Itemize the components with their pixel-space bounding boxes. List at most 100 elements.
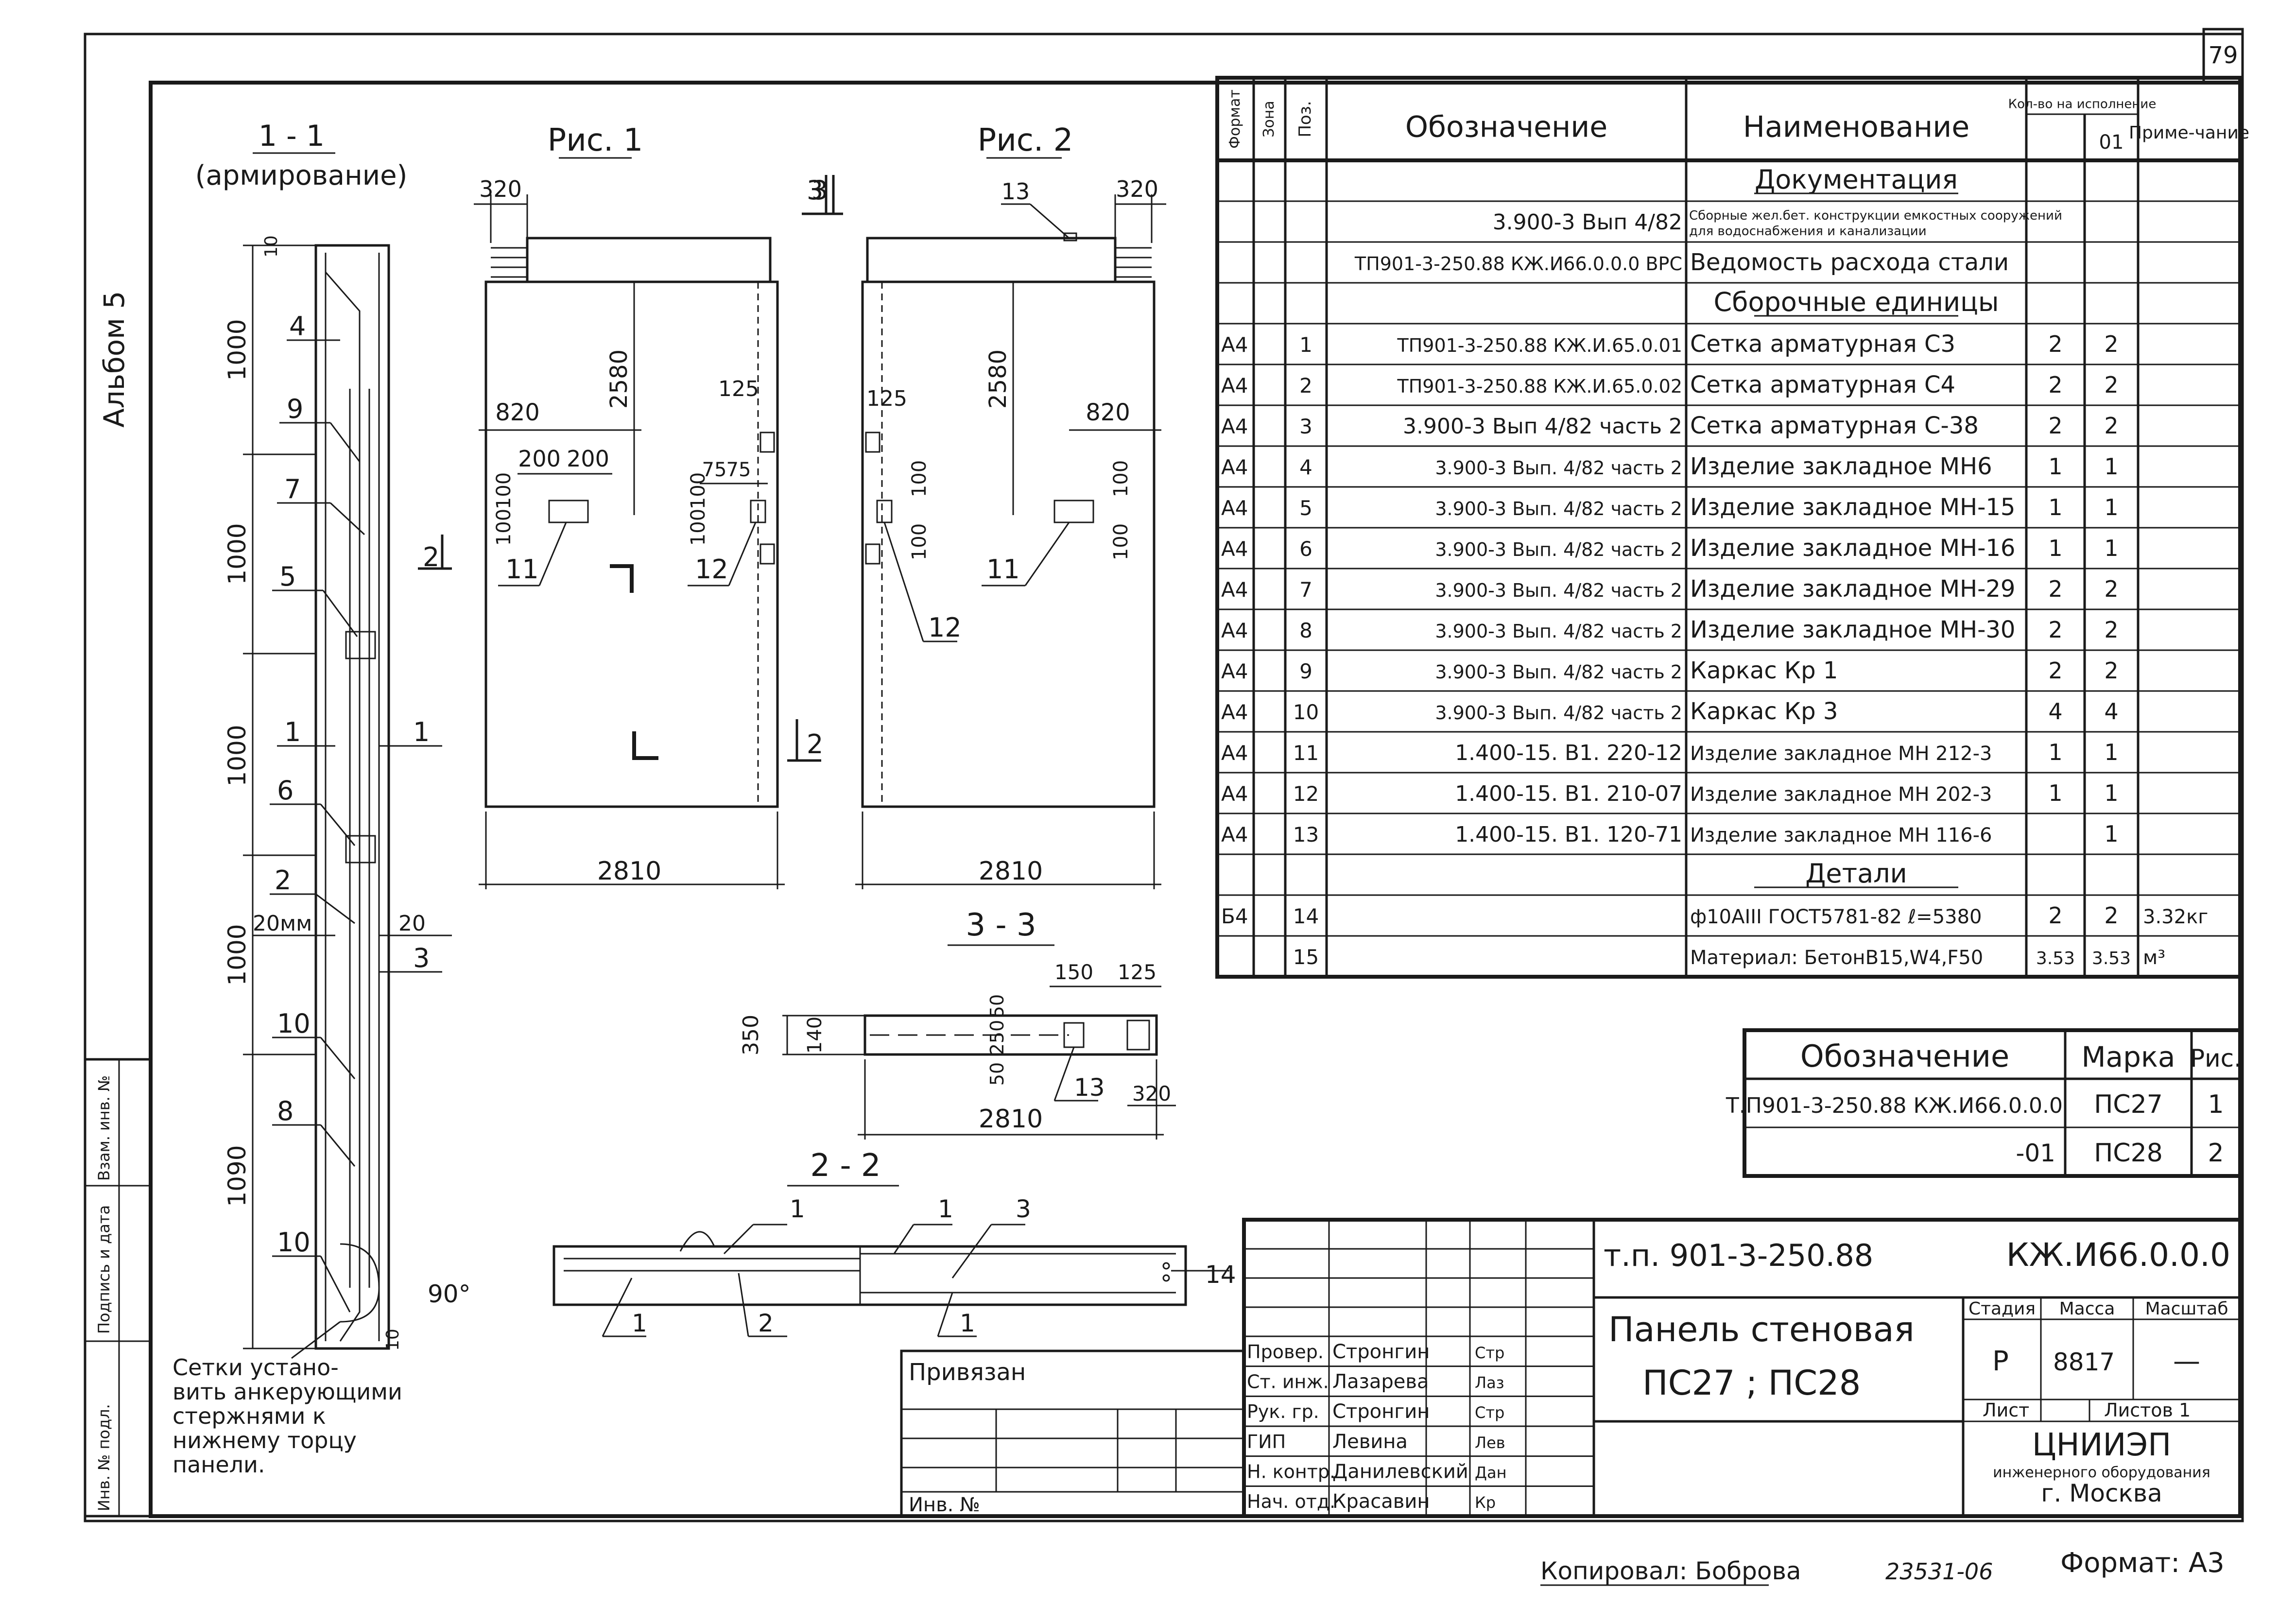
section-2-2-title: 2 - 2 (810, 1148, 880, 1184)
svg-text:10: 10 (383, 1329, 403, 1351)
spec-row-format: А4 (1221, 741, 1248, 765)
svg-text:10: 10 (261, 235, 281, 258)
spec-row-qty-01: 1 (2104, 780, 2118, 806)
svg-text:2810: 2810 (979, 857, 1043, 886)
svg-text:1000: 1000 (223, 523, 251, 585)
svg-text:12: 12 (928, 612, 962, 643)
spec-row-qty: 2 (2048, 576, 2062, 602)
spec-row-designation: 3.900-3 Вып 4/82 (1493, 210, 1682, 235)
spec-row-format: А4 (1221, 455, 1248, 479)
spec-row-qty: 2 (2048, 372, 2062, 398)
spec-row-name: Изделие закладное МН 202-3 (1690, 783, 1992, 806)
marks-table: Обозначение Марка Рис. Т.П901-3-250.88 К… (1726, 1028, 2242, 1178)
marks-header-designation: Обозначение (1800, 1038, 2009, 1074)
spec-row-name: Ведомость расхода стали (1690, 249, 2009, 276)
sign-row-cell-1: Данилевский (1332, 1461, 1468, 1483)
svg-text:320: 320 (1132, 1082, 1171, 1106)
spec-row-qty-01: 1 (2104, 821, 2118, 847)
drawing-code: КЖ.И66.0.0.0 (2006, 1236, 2230, 1274)
svg-text:100: 100 (1110, 523, 1132, 560)
svg-text:50: 50 (986, 994, 1008, 1018)
marks-row1-fig: 1 (2208, 1090, 2224, 1119)
spec-row-note: м³ (2143, 947, 2165, 969)
fig-1: Рис. 1 320 2580 820 200 200 100 100 100 (474, 122, 843, 889)
svg-text:9: 9 (287, 394, 303, 424)
spec-row-qty-01: 1 (2104, 739, 2118, 765)
section-2-2: 2 - 2 1 1 3 2 1 1 14 (552, 1148, 1236, 1337)
section-1-1: 1 - 1 (армирование) 1000 1000 1000 1000 … (173, 119, 471, 1478)
doc-number: 23531-06 (1885, 1558, 1993, 1585)
svg-text:13: 13 (1074, 1073, 1105, 1102)
album-label: Альбом 5 (98, 291, 131, 428)
svg-text:350: 350 (739, 1015, 763, 1055)
spec-row-qty-01: 3.53 (2092, 949, 2131, 968)
svg-text:125: 125 (718, 377, 759, 401)
svg-text:20: 20 (398, 911, 426, 936)
spec-section-title: Детали (1805, 858, 1907, 889)
svg-text:7: 7 (284, 474, 301, 504)
spec-row-designation: 1.400-15. В1. 210-07 (1455, 781, 1682, 806)
scale-header: Масштаб (2145, 1299, 2228, 1319)
svg-text:1000: 1000 (223, 319, 251, 380)
svg-text:100: 100 (493, 472, 515, 509)
inv-label: Инв. № (909, 1494, 980, 1516)
spec-row-name: Изделие закладное МН 212-3 (1690, 743, 1992, 765)
left-strip-inv: Инв. № подл. (95, 1404, 113, 1511)
svg-text:75: 75 (726, 459, 751, 481)
sign-row-cell-0: ГИП (1247, 1431, 1286, 1452)
svg-text:4: 4 (289, 311, 306, 342)
fig-1-title: Рис. 1 (548, 122, 643, 158)
svg-text:100: 100 (687, 472, 709, 509)
marks-row2-mark: ПС28 (2094, 1139, 2163, 1168)
spec-row-qty: 1 (2048, 453, 2062, 480)
spec-header-5: Кол-во на исполнение (2008, 97, 2157, 112)
sheet-label: Лист (1983, 1400, 2029, 1421)
svg-text:2810: 2810 (597, 857, 661, 886)
svg-text:90°: 90° (428, 1280, 471, 1308)
spec-row-qty: 3.53 (2036, 949, 2075, 968)
svg-text:1000: 1000 (223, 924, 251, 985)
svg-text:2580: 2580 (984, 349, 1012, 409)
marks-row1-mark: ПС27 (2094, 1090, 2163, 1119)
spec-row-qty: 2 (2048, 331, 2062, 357)
spec-row-qty: 1 (2048, 780, 2062, 806)
spec-row-qty: 1 (2048, 739, 2062, 765)
spec-row-qty-01: 2 (2104, 657, 2118, 684)
spec-row-format: А4 (1221, 415, 1248, 438)
fig-2-title: Рис. 2 (978, 122, 1073, 158)
svg-text:5: 5 (279, 561, 296, 592)
bound-label: Привязан (909, 1359, 1026, 1386)
page-number: 79 (2208, 42, 2238, 69)
spec-row-qty-01: 2 (2104, 576, 2118, 602)
svg-text:2580: 2580 (605, 349, 633, 409)
spec-row-designation: 3.900-3 Вып. 4/82 часть 2 (1435, 702, 1682, 724)
drawing-title-2: ПС27 ; ПС28 (1642, 1363, 1861, 1403)
project-number: т.п. 901-3-250.88 (1604, 1238, 1873, 1273)
spec-row-qty-01: 4 (2104, 698, 2118, 725)
spec-row-name: Изделие закладное МН 116-6 (1690, 824, 1992, 847)
spec-row-format: А4 (1221, 578, 1248, 602)
spec-row-designation: 1.400-15. В1. 220-12 (1455, 741, 1682, 765)
spec-row-qty-01: 2 (2104, 617, 2118, 643)
spec-row-name: Каркас Кр 3 (1690, 698, 1838, 725)
org-name: ЦНИИЭП (2032, 1427, 2171, 1463)
spec-section-title: Сборочные единицы (1713, 287, 1999, 317)
svg-text:140: 140 (804, 1017, 826, 1054)
spec-header-7: Приме-чание (2129, 123, 2249, 143)
spec-row-name: Сетка арматурная С-38 (1690, 412, 1979, 439)
spec-row-pos: 11 (1293, 741, 1319, 765)
format-label: Формат: А3 (2060, 1547, 2225, 1579)
stage-header: Стадия (1968, 1299, 2036, 1319)
marks-row1-des: Т.П901-3-250.88 КЖ.И66.0.0.0 (1726, 1093, 2063, 1118)
sign-row-cell-2: Стр (1475, 1403, 1504, 1422)
spec-row-name-cont: для водоснабжения и канализации (1689, 224, 1927, 239)
spec-row-format: А4 (1221, 374, 1248, 397)
spec-row-name: Изделие закладное МН-16 (1690, 535, 2015, 562)
spec-row-pos: 8 (1299, 619, 1312, 642)
spec-row-format: А4 (1221, 333, 1248, 357)
sign-row-cell-2: Дан (1475, 1464, 1507, 1482)
spec-row-format: А4 (1221, 823, 1248, 847)
sign-row-cell-1: Красавин (1332, 1490, 1430, 1513)
